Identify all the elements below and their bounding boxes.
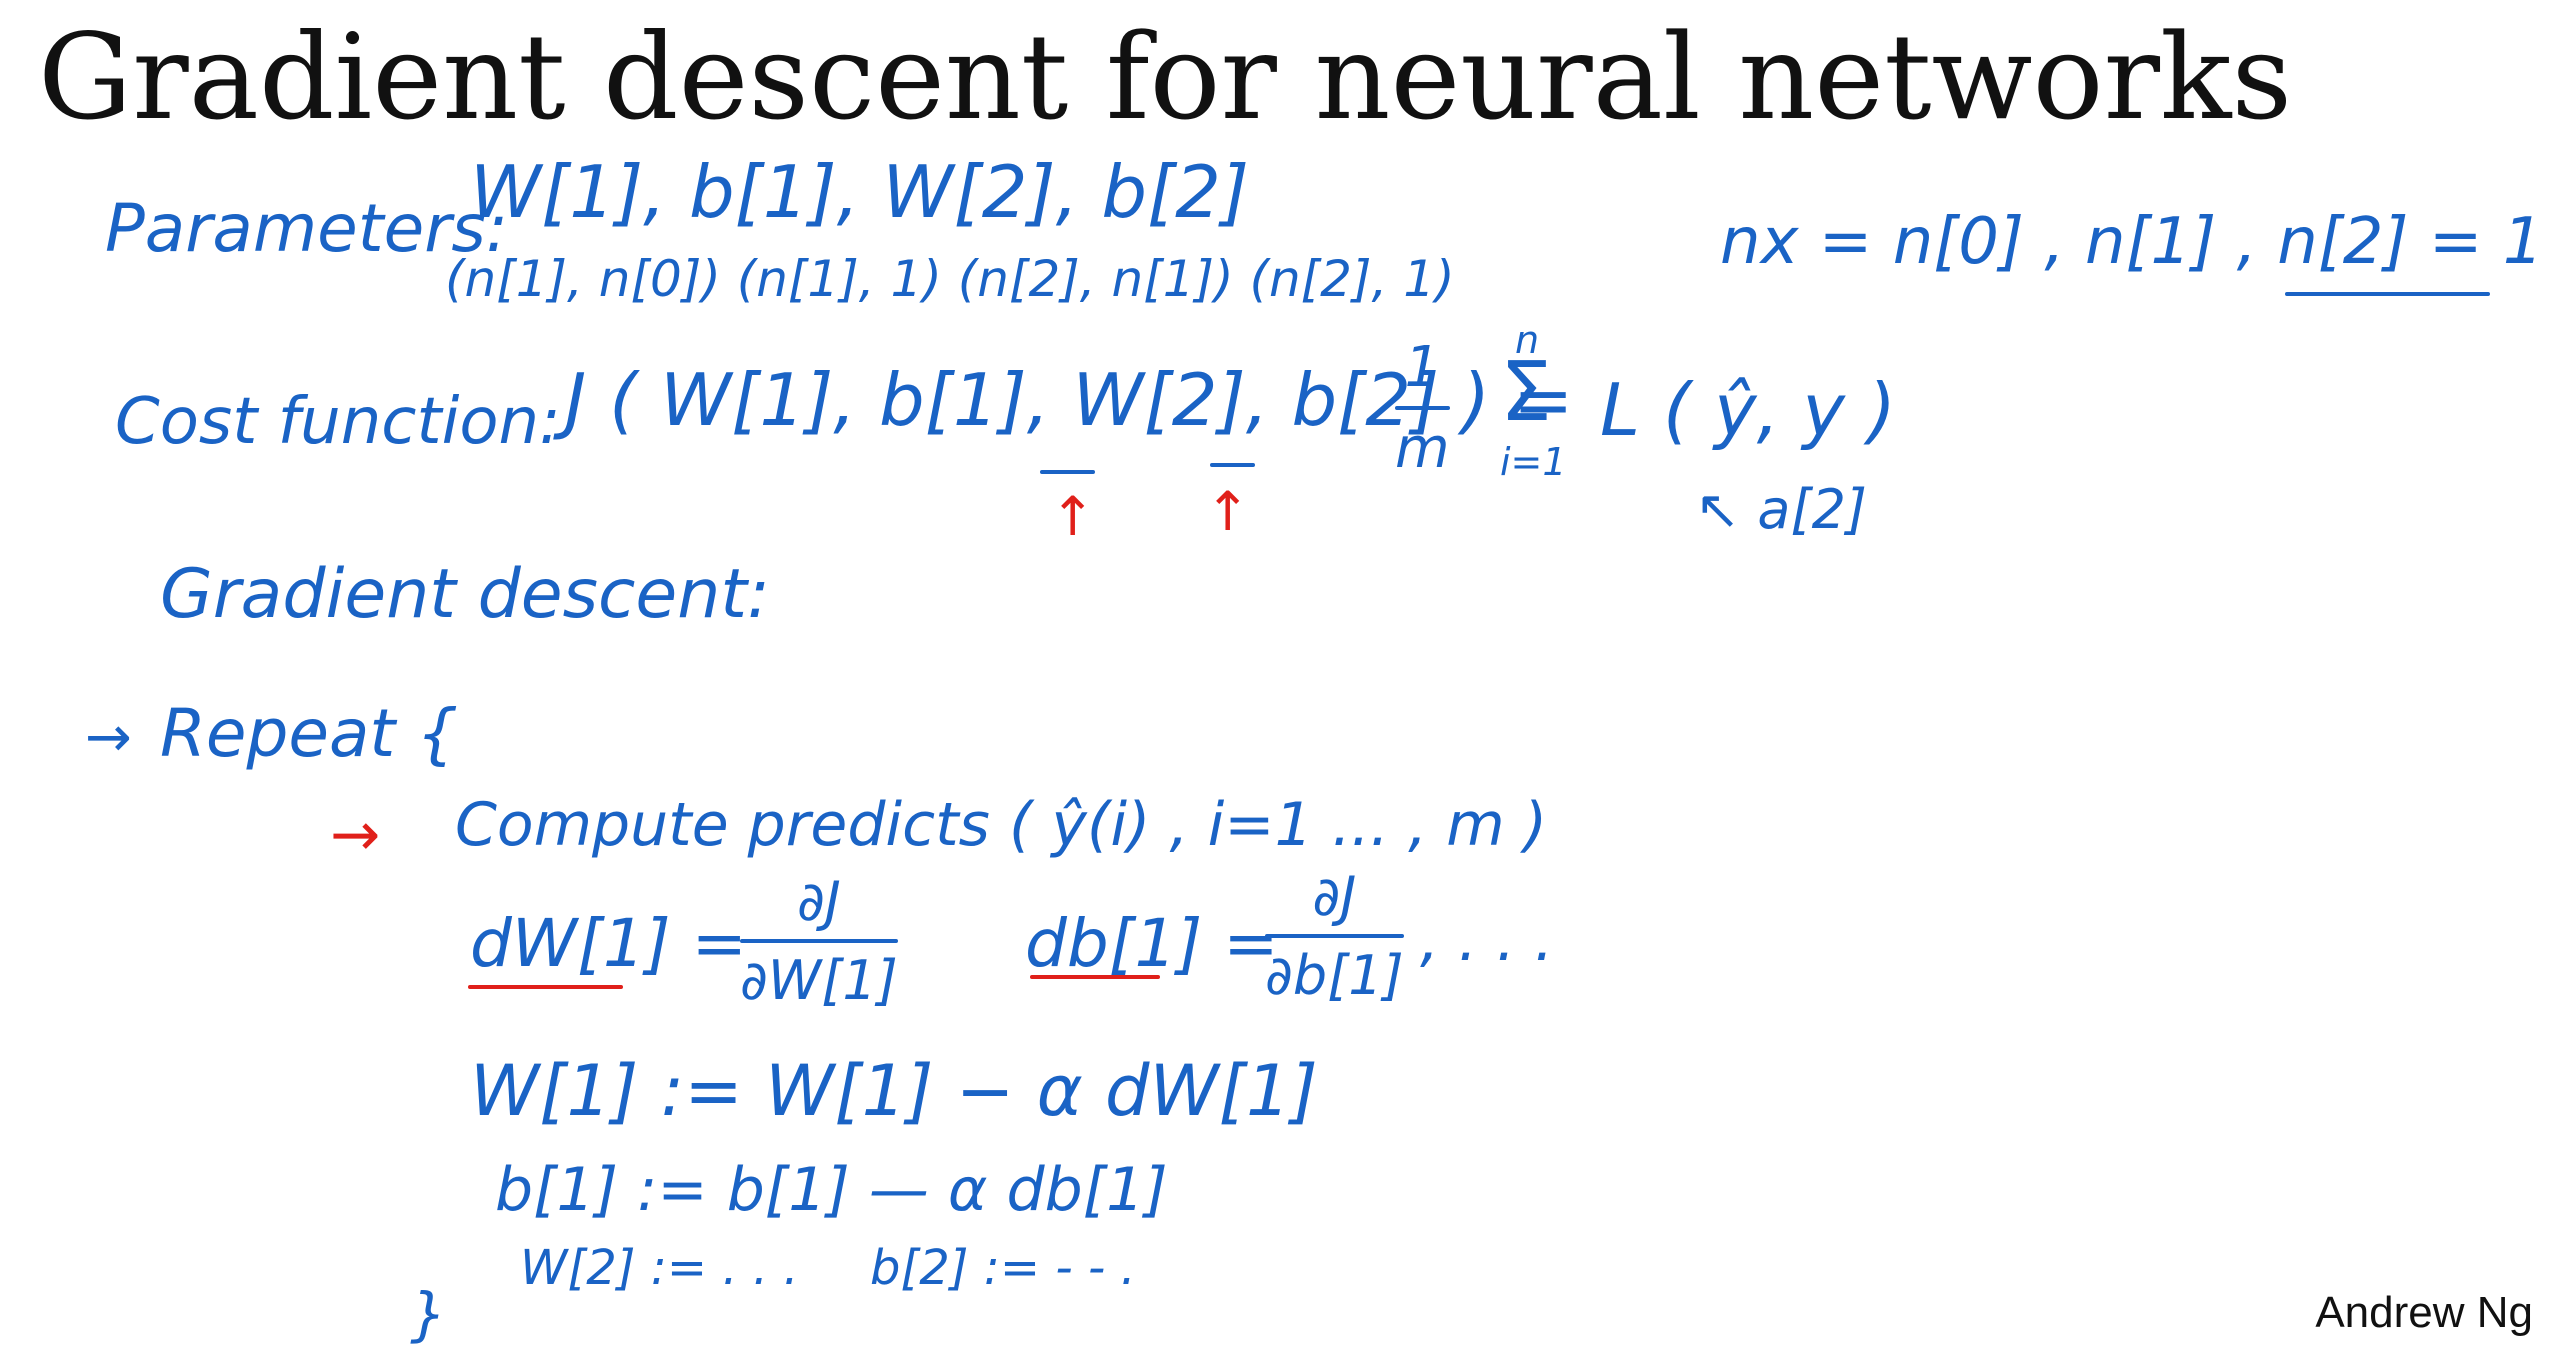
dw1-lhs: dW[1] =: [470, 905, 747, 982]
parameters-label: Parameters:: [105, 190, 508, 267]
cost-fraction-numerator: 1: [1404, 335, 1441, 400]
cost-expression: J ( W[1], b[1], W[2], b[2] ) =: [565, 358, 1574, 442]
gradient-ellipsis: , . . .: [1420, 905, 1554, 975]
db1-fraction-denominator: ∂b[1]: [1265, 944, 1404, 1007]
page-title: Gradient descent for neural networks: [38, 8, 2293, 146]
parameters-list: W[1], b[1], W[2], b[2]: [470, 150, 1250, 234]
dimension-underline: [2285, 292, 2490, 296]
dw1-fraction: ∂J ∂W[1]: [740, 870, 898, 1012]
yhat-annotation: ↖ a[2]: [1695, 478, 1867, 541]
update-w2: W[2] := . . .: [520, 1240, 799, 1296]
cost-fraction-bar: [1395, 406, 1450, 410]
dw1-fraction-bar: [740, 939, 898, 943]
sum-top: n: [1515, 318, 1540, 362]
cost-fraction: 1 m: [1395, 335, 1450, 481]
compute-red-arrow: →: [330, 800, 381, 870]
repeat-close-brace: }: [410, 1280, 447, 1348]
cost-fraction-denominator: m: [1395, 416, 1450, 481]
loss-expression: L ( ŷ, y ): [1600, 368, 1896, 452]
sum-symbol: Σ: [1500, 345, 1552, 440]
repeat-label: Repeat {: [160, 695, 459, 772]
dw1-red-underline: [468, 985, 623, 989]
gd-label: Gradient descent:: [160, 555, 770, 634]
w2-red-arrow: ↑: [1050, 485, 1096, 548]
parameters-shapes: (n[1], n[0]) (n[1], 1) (n[2], n[1]) (n[2…: [445, 250, 1455, 308]
dw1-fraction-numerator: ∂J: [796, 870, 841, 933]
dimensions-note: nx = n[0] , n[1] , n[2] = 1: [1720, 205, 2544, 279]
compute-predictions: Compute predicts ( ŷ(i) , i=1 ... , m ): [455, 790, 1548, 860]
sum-bottom: i=1: [1500, 440, 1567, 484]
cost-label: Cost function:: [115, 385, 561, 459]
b2-red-arrow: ↑: [1205, 480, 1251, 543]
update-b1: b[1] := b[1] — α db[1]: [495, 1155, 1168, 1225]
update-b2: b[2] := - - .: [870, 1240, 1136, 1296]
b2-underline: [1210, 463, 1255, 467]
db1-lhs: db[1] =: [1025, 905, 1279, 982]
db1-fraction-bar: [1265, 934, 1404, 938]
repeat-arrow: →: [85, 705, 132, 770]
db1-fraction-numerator: ∂J: [1312, 865, 1357, 928]
dw1-fraction-denominator: ∂W[1]: [740, 949, 898, 1012]
db1-red-underline: [1030, 975, 1160, 979]
w2-underline: [1040, 470, 1095, 474]
db1-fraction: ∂J ∂b[1]: [1265, 865, 1404, 1007]
update-w1: W[1] := W[1] − α dW[1]: [470, 1050, 1318, 1132]
author-credit: Andrew Ng: [2315, 1288, 2533, 1337]
